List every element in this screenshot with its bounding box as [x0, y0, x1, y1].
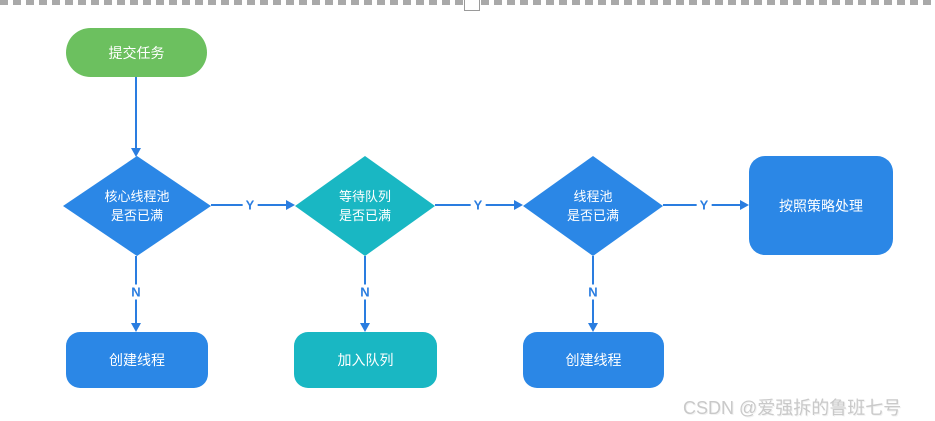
arrow-down-icon: [360, 323, 370, 332]
d3-label-line2: 是否已满: [566, 208, 619, 223]
edge-label-yes-1: Y: [242, 197, 258, 213]
edge-label-yes-3: Y: [696, 197, 712, 213]
arrow-right-icon: [740, 200, 749, 210]
d1-label-line2: 是否已满: [110, 208, 163, 223]
node-decision-queue-full-label: 等待队列 是否已满: [339, 187, 391, 225]
node-create-thread-2: 创建线程: [523, 332, 664, 388]
d1-label-line1: 核心线程池: [104, 189, 170, 204]
selection-resize-handle[interactable]: [464, 0, 480, 11]
arrow-down-icon: [131, 148, 141, 157]
d2-label-line2: 是否已满: [338, 208, 391, 223]
connector-start-to-d1: [135, 77, 137, 149]
node-create-thread-2-label: 创建线程: [565, 352, 622, 368]
edge-label-no-3: N: [585, 284, 601, 300]
node-join-queue-label: 加入队列: [337, 352, 394, 368]
arrow-down-icon: [588, 323, 598, 332]
arrow-down-icon: [131, 323, 141, 332]
arrow-right-icon: [514, 200, 523, 210]
edge-label-no-2: N: [357, 284, 373, 300]
node-create-thread-1-label: 创建线程: [109, 352, 165, 368]
d3-label-line1: 线程池: [573, 189, 613, 204]
node-decision-core-pool-full-label: 核心线程池 是否已满: [104, 187, 169, 225]
edge-label-yes-2: Y: [470, 197, 486, 213]
node-decision-queue-full: 等待队列 是否已满: [295, 156, 435, 256]
edge-label-no-1: N: [128, 284, 144, 300]
csdn-watermark: CSDN @爱强拆的鲁班七号: [683, 398, 902, 418]
arrow-right-icon: [286, 200, 295, 210]
node-handle-by-policy-label: 按照策略处理: [779, 197, 863, 214]
node-create-thread-1: 创建线程: [66, 332, 208, 388]
node-start: 提交任务: [66, 28, 207, 77]
d2-label-line1: 等待队列: [338, 189, 391, 204]
node-start-label: 提交任务: [108, 44, 165, 61]
node-decision-pool-full-label: 线程池 是否已满: [567, 187, 619, 225]
node-handle-by-policy: 按照策略处理: [749, 156, 893, 255]
node-join-queue: 加入队列: [294, 332, 437, 388]
node-decision-pool-full: 线程池 是否已满: [523, 156, 663, 256]
node-decision-core-pool-full: 核心线程池 是否已满: [63, 156, 211, 256]
